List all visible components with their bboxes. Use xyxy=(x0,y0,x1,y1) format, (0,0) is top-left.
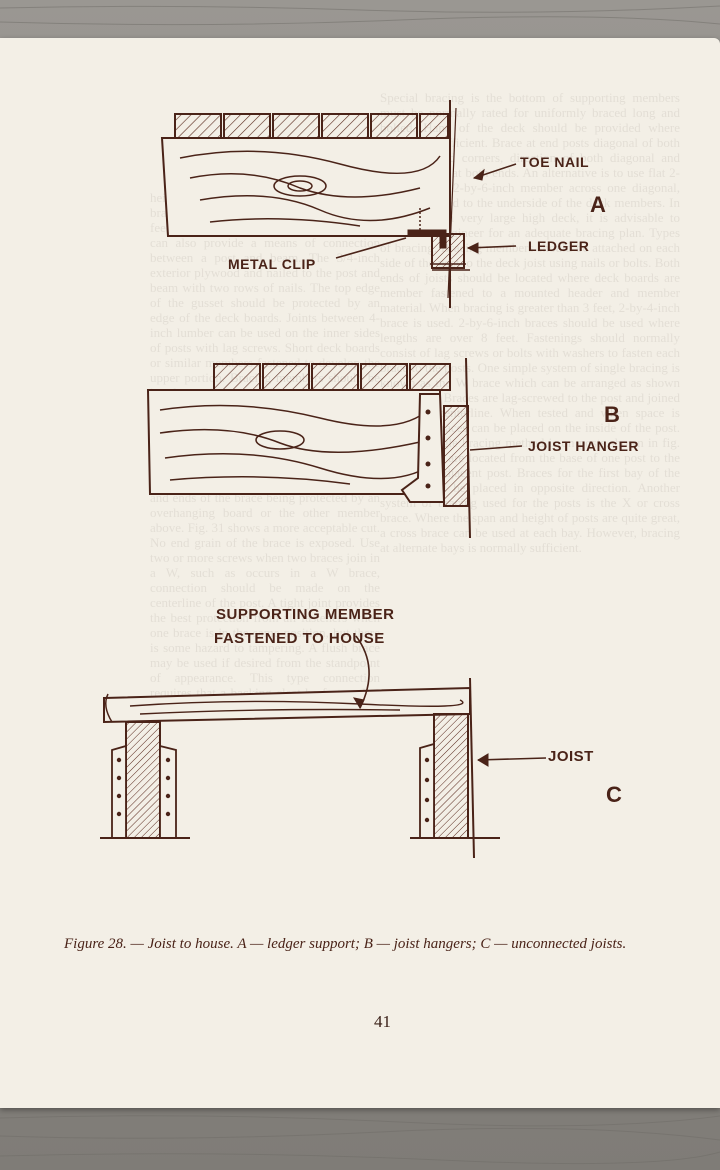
deck-board xyxy=(409,363,451,391)
label-ledger: LEDGER xyxy=(528,238,590,254)
label-c: C xyxy=(606,782,623,807)
deck-board xyxy=(370,113,418,139)
supporting-member xyxy=(103,686,471,724)
label-joist: JOIST xyxy=(548,748,594,765)
label-a: A xyxy=(590,192,607,217)
joist-hanger-arrow xyxy=(469,445,523,451)
label-supporting-member-line1: SUPPORTING MEMBER xyxy=(216,606,395,623)
joist-a xyxy=(160,137,451,237)
page-number: 41 xyxy=(374,1012,391,1031)
left-joist-c xyxy=(125,721,161,839)
joist-to-house-figure xyxy=(100,100,547,859)
ledger-a xyxy=(431,233,465,269)
house-sheathing-b xyxy=(465,357,471,539)
joist-hanger-b xyxy=(400,393,446,503)
deck-board xyxy=(213,363,261,391)
label-supporting-member-line2: FASTENED TO HOUSE xyxy=(214,630,385,647)
label-joist-hanger: JOIST HANGER xyxy=(528,438,640,454)
house-sheathing-c xyxy=(469,677,475,859)
deck-board xyxy=(419,113,449,139)
deck-board xyxy=(311,363,359,391)
detail-a-ledger-support xyxy=(160,100,517,308)
metal-clip-a xyxy=(407,229,447,249)
label-toe-nail: TOE NAIL xyxy=(520,154,590,170)
label-metal-clip: METAL CLIP xyxy=(228,256,316,272)
deck-board xyxy=(174,113,222,139)
deck-board xyxy=(223,113,271,139)
right-joist-c xyxy=(433,713,469,839)
detail-b-joist-hangers xyxy=(146,357,523,539)
figure-caption: Figure 28. — Joist to house. A — ledger … xyxy=(64,936,627,952)
deck-board xyxy=(262,363,310,391)
deck-board xyxy=(272,113,320,139)
joist-arrow xyxy=(477,757,547,761)
deck-board xyxy=(360,363,408,391)
metal-clip-arrow xyxy=(335,237,407,259)
deck-board xyxy=(321,113,369,139)
detail-c-unconnected-joists xyxy=(100,635,547,859)
label-b: B xyxy=(604,402,621,427)
ledger-b xyxy=(443,405,469,507)
